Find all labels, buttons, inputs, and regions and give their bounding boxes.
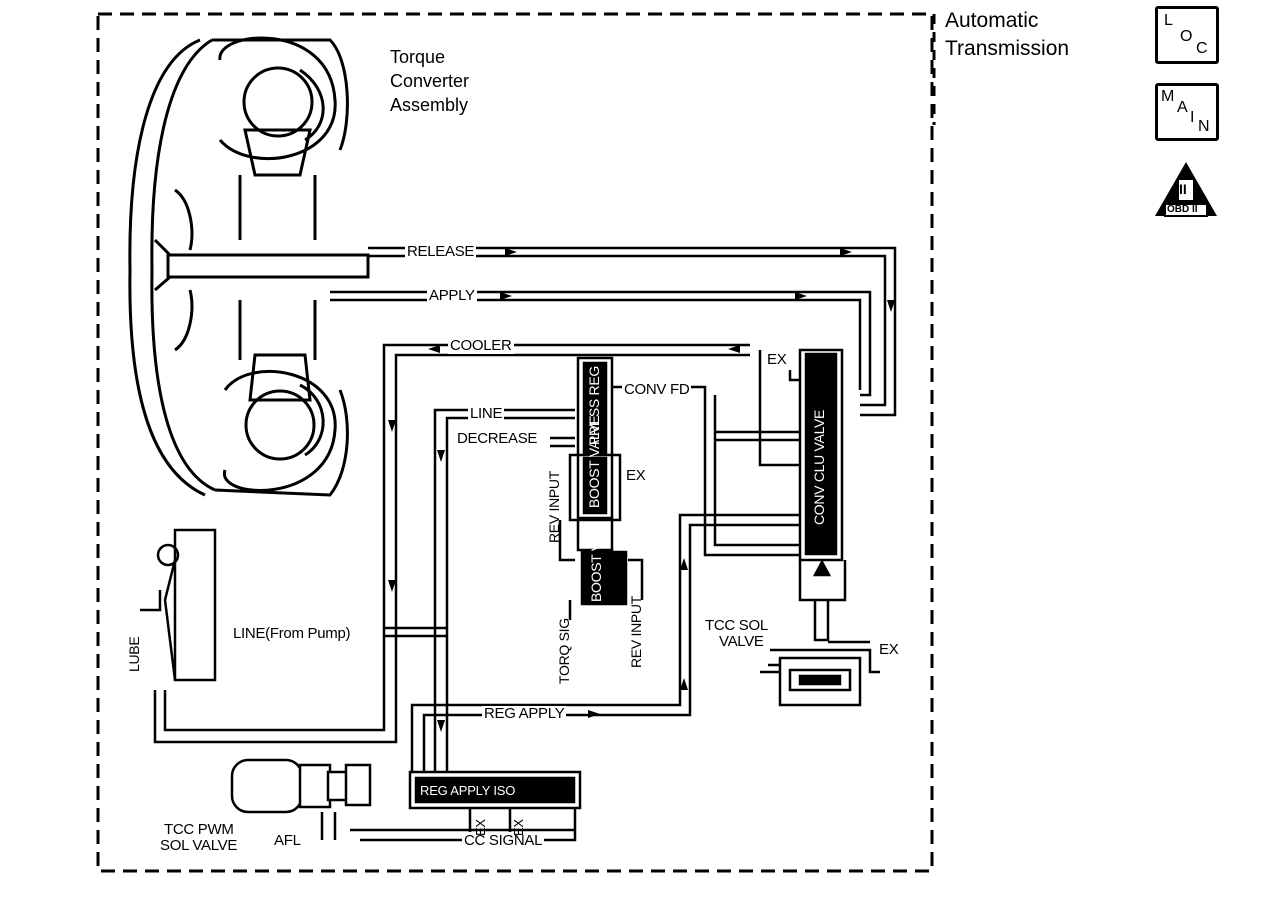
conv-fd-label: CONV FD	[622, 381, 692, 398]
torque-converter-label-line1: Torque	[390, 47, 446, 67]
obd-ii-badge-icon	[1155, 162, 1217, 217]
tcc-solenoid-valve	[760, 648, 880, 707]
converter-clutch-valve-assembly	[788, 348, 870, 644]
torque-converter-label-line2: Converter	[390, 71, 470, 91]
tcc-sol-label-line2: VALVE	[719, 633, 764, 650]
header-title-line2: Transmission	[945, 37, 1070, 60]
torq-sig-label: TORQ SIG	[556, 618, 572, 684]
iso-ex-label-2: EX	[511, 819, 526, 836]
boost-valve-top-label: BOOST VALVE	[586, 415, 602, 508]
tcc-sol-label: TCC SOL VALVE	[705, 618, 768, 650]
decrease-label: DECREASE	[455, 430, 540, 447]
main-letter-i: I	[1190, 109, 1195, 126]
reg-apply-label: REG APPLY	[482, 705, 567, 722]
main-letter-m: M	[1161, 88, 1175, 105]
loc-letter-c: C	[1196, 40, 1208, 57]
pressure-regulator-assembly	[558, 356, 644, 620]
conv-clu-valve-label: CONV CLU VALVE	[811, 409, 827, 525]
torque-converter-label: Torque Converter Assembly	[390, 45, 469, 117]
line-label: LINE	[468, 405, 505, 422]
rev-input-label-left: REV INPUT	[546, 471, 562, 543]
obd-ii-numeral: II	[1179, 181, 1187, 197]
tcc-pwm-solenoid	[230, 758, 372, 840]
cooler-label: COOLER	[448, 337, 514, 354]
tcc-sol-ex-label: EX	[879, 641, 899, 658]
press-reg-ex-label: EX	[626, 467, 646, 484]
main-letter-n: N	[1198, 118, 1210, 135]
loc-badge: L O C	[1155, 6, 1219, 64]
rev-input-label-right: REV INPUT	[628, 596, 644, 668]
tcc-sol-label-line1: TCC SOL	[705, 617, 768, 634]
tcc-pwm-label-line2: SOL VALVE	[160, 837, 238, 854]
cooler-element	[140, 528, 217, 682]
line-decrease-lines	[384, 408, 575, 780]
cc-signal-label: CC SIGNAL	[462, 832, 545, 849]
release-apply-lines	[330, 246, 897, 417]
main-badge: M A I N	[1155, 83, 1219, 141]
tcc-pwm-label-line1: TCC PWM	[164, 821, 234, 838]
dashed-boundary	[96, 12, 934, 873]
conv-clu-ex-label: EX	[767, 351, 787, 368]
lube-label: LUBE	[126, 636, 142, 672]
obd-ii-text: OBD II	[1167, 204, 1198, 215]
boost-valve-bottom-label: BOOST V	[588, 542, 604, 602]
reg-apply-line	[410, 513, 800, 780]
reg-apply-iso-valve-label: REG APPLY ISO	[420, 783, 516, 798]
line-from-pump-label: LINE(From Pump)	[231, 625, 353, 642]
iso-ex-label-1: EX	[473, 819, 488, 836]
torque-converter-label-line3: Assembly	[390, 95, 469, 115]
loc-letter-l: L	[1164, 12, 1173, 29]
isolator-valve-assembly	[350, 770, 582, 842]
tcc-pwm-label: TCC PWM SOL VALVE	[160, 822, 237, 854]
loc-letter-o: O	[1180, 28, 1193, 45]
flow-arrows	[388, 248, 895, 732]
apply-label: APPLY	[427, 287, 477, 304]
release-label: RELEASE	[405, 243, 477, 260]
torque-converter	[128, 36, 370, 497]
afl-label: AFL	[274, 832, 301, 849]
main-letter-a: A	[1177, 99, 1188, 116]
header-title-line1: Automatic	[945, 9, 1039, 32]
